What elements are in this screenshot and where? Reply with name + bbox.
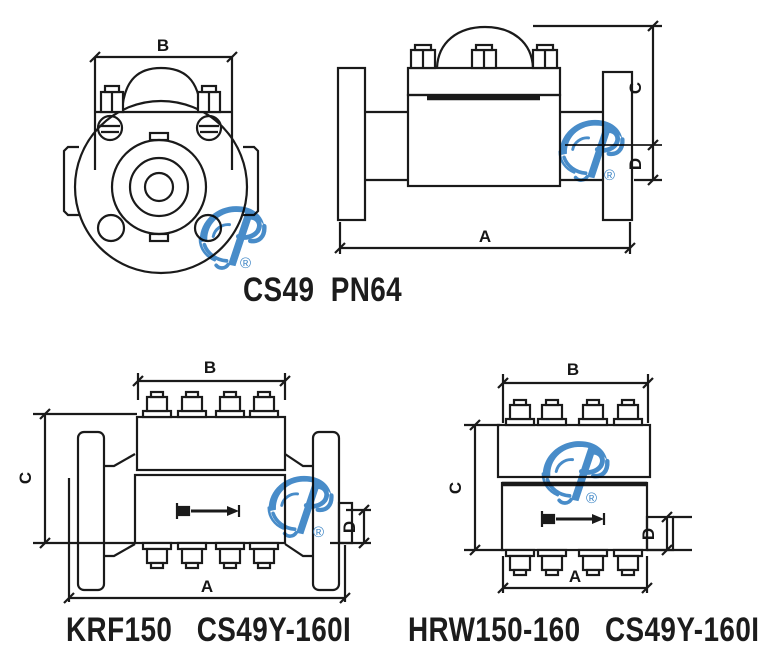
krf-body-outline — [76, 415, 354, 592]
valve-body — [133, 473, 287, 545]
dim-label-b-krf: B — [204, 358, 216, 377]
registered-trademark-icon: ® — [313, 524, 324, 541]
registered-trademark-icon: ® — [604, 167, 615, 184]
krf-top-bolts — [141, 390, 280, 419]
bonnet-cover — [135, 415, 287, 472]
dim-label-c-side: C — [626, 82, 645, 94]
dim-label-d-krf: D — [340, 521, 359, 533]
left-side-tab — [62, 145, 79, 217]
left-hub-top — [104, 453, 136, 468]
front-view-drawing — [62, 51, 260, 275]
dim-ticks — [39, 375, 370, 604]
side-view-cover-bolts — [409, 43, 559, 70]
dim-ticks — [469, 377, 673, 594]
bonnet-cover — [496, 423, 652, 479]
hrw-top-bolts — [504, 398, 644, 427]
left-hub-bottom — [104, 543, 136, 558]
dim-label-d-side: D — [626, 158, 645, 170]
bore-circle — [143, 171, 175, 203]
caption-bottom-right-model: HRW150-160 CS49Y-160I — [408, 611, 760, 649]
left-flange — [76, 430, 106, 592]
dim-label-a-hrw: A — [569, 567, 581, 586]
caption-top-model: CS49 PN64 — [243, 271, 403, 309]
dim-label-d-hrw: D — [639, 528, 658, 540]
left-flange — [336, 66, 367, 222]
raised-face-circle — [110, 138, 208, 236]
krf-bottom-bolts — [141, 541, 280, 570]
dim-label-c-krf: C — [16, 472, 35, 484]
port-circle — [128, 156, 190, 218]
front-view-dimension-lines — [89, 51, 238, 63]
dim-label-c-hrw: C — [446, 482, 465, 494]
right-hub-bottom — [284, 543, 313, 558]
krf-flow-arrow — [175, 503, 241, 519]
flange-outer-circle — [73, 99, 249, 275]
front-view-cover-bolts — [99, 84, 222, 114]
krf-dimension-lines — [33, 373, 371, 604]
bonnet-dome — [435, 25, 535, 69]
dim-label-b-front: B — [157, 36, 169, 55]
valve-body — [406, 93, 562, 188]
registered-trademark-icon: ® — [586, 490, 597, 507]
right-hub-top — [284, 453, 313, 468]
cover-plate — [406, 66, 562, 97]
bottom-notch — [148, 232, 170, 243]
dim-label-a-side: A — [479, 227, 491, 246]
krf-view-drawing — [33, 373, 371, 604]
hrw-flow-arrow — [540, 511, 606, 527]
caption-bottom-left-model: KRF150 CS49Y-160I — [66, 611, 352, 649]
dim-label-a-krf: A — [201, 577, 213, 596]
hrw-dimension-lines — [464, 374, 692, 594]
top-notch — [148, 131, 170, 142]
side-view-dimension-lines — [334, 20, 662, 254]
bonnet-dome — [120, 66, 203, 113]
dim-ticks — [89, 51, 238, 63]
brand-logo — [543, 441, 608, 503]
registered-trademark-icon: ® — [240, 255, 251, 272]
hrw-view-drawing — [464, 374, 692, 594]
dim-ticks — [334, 20, 659, 254]
front-view-bolt-holes — [96, 114, 223, 243]
front-view-body-outline — [62, 57, 260, 275]
dim-label-b-hrw: B — [567, 360, 579, 379]
hrw-bottom-bolts — [504, 548, 644, 577]
side-view-drawing — [334, 20, 662, 254]
